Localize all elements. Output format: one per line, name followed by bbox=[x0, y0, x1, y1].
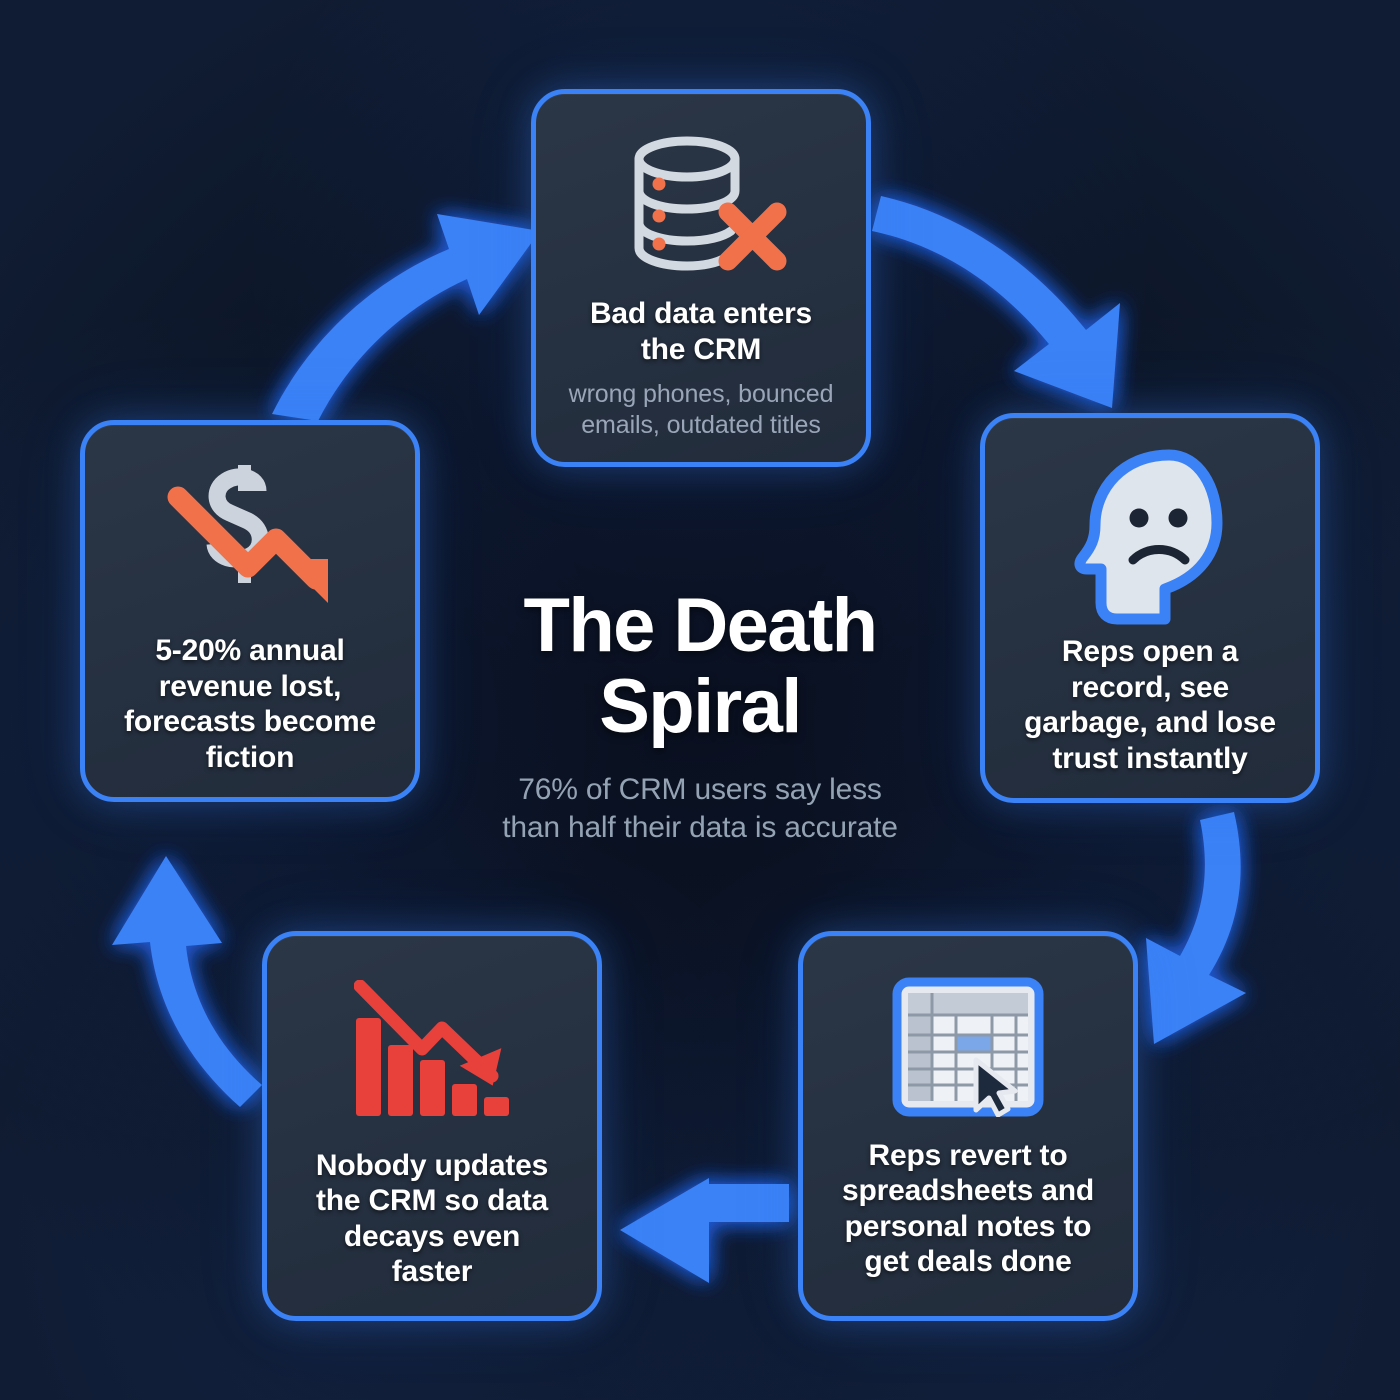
step-card-data-decay[interactable]: Nobody updates the CRM so data decays ev… bbox=[262, 931, 602, 1321]
database-error-icon bbox=[611, 120, 791, 290]
step-card-bad-data[interactable]: Bad data enters the CRM wrong phones, bo… bbox=[531, 89, 871, 467]
page-subtitle: 76% of CRM users say less than half thei… bbox=[440, 771, 960, 846]
arrow-left-to-top bbox=[272, 214, 540, 421]
center-block: The Death Spiral 76% of CRM users say le… bbox=[440, 583, 960, 846]
title-line-2: the CRM bbox=[640, 332, 762, 366]
title-line-3: garbage, and lose bbox=[1024, 706, 1276, 740]
title-line-1: 5-20% annual bbox=[155, 634, 345, 668]
page-title: The Death Spiral bbox=[440, 583, 960, 749]
page-subtitle-line-1: 76% of CRM users say less bbox=[518, 773, 882, 807]
step-card-lose-trust[interactable]: Reps open a record, see garbage, and los… bbox=[980, 413, 1320, 803]
step-card-subtitle: wrong phones, bounced emails, outdated t… bbox=[569, 379, 834, 440]
step-card-title: Nobody updates the CRM so data decays ev… bbox=[316, 1148, 548, 1290]
title-line-1: Reps open a bbox=[1061, 635, 1239, 669]
title-line-4: fiction bbox=[205, 740, 295, 774]
title-line-1: Nobody updates bbox=[315, 1149, 549, 1182]
step-card-title: 5-20% annual revenue lost, forecasts bec… bbox=[124, 633, 376, 775]
declining-bar-chart-icon bbox=[354, 962, 510, 1142]
title-line-3: decays even bbox=[343, 1219, 521, 1253]
title-line-4: faster bbox=[391, 1255, 473, 1289]
title-line-2: the CRM so data bbox=[315, 1184, 549, 1218]
step-card-revenue-lost[interactable]: 5-20% annual revenue lost, forecasts bec… bbox=[80, 420, 420, 802]
arrow-top-to-right bbox=[872, 196, 1120, 408]
sub-line-2: emails, outdated titles bbox=[581, 410, 821, 439]
step-card-title: Reps revert to spreadsheets and personal… bbox=[842, 1138, 1094, 1280]
step-card-title: Bad data enters the CRM bbox=[590, 296, 812, 367]
sad-head-icon bbox=[1065, 444, 1235, 628]
dollar-down-arrow-icon bbox=[164, 451, 336, 627]
title-line-4: get deals done bbox=[864, 1245, 1072, 1279]
spreadsheet-cursor-icon bbox=[892, 962, 1044, 1132]
page-title-line-1: The Death bbox=[523, 583, 879, 668]
title-line-2: revenue lost, bbox=[158, 669, 342, 703]
title-line-3: forecasts become bbox=[124, 705, 376, 739]
arrow-bottom-right-to-bottom-left bbox=[620, 1178, 789, 1283]
title-line-2: spreadsheets and bbox=[842, 1174, 1094, 1208]
page-title-line-2: Spiral bbox=[599, 663, 802, 749]
title-line-1: Reps revert to bbox=[868, 1139, 1068, 1172]
title-line-2: record, see bbox=[1071, 670, 1229, 704]
title-line-3: personal notes to bbox=[844, 1209, 1092, 1243]
arrow-right-to-bottom-right bbox=[1146, 812, 1246, 1044]
sub-line-1: wrong phones, bounced bbox=[568, 380, 834, 408]
page-subtitle-line-2: than half their data is accurate bbox=[502, 810, 898, 844]
step-card-spreadsheets[interactable]: Reps revert to spreadsheets and personal… bbox=[798, 931, 1138, 1321]
title-line-4: trust instantly bbox=[1052, 741, 1248, 775]
step-card-title: Reps open a record, see garbage, and los… bbox=[1024, 634, 1276, 776]
arrow-bottom-left-to-left bbox=[112, 856, 262, 1107]
title-line-1: Bad data enters bbox=[589, 297, 813, 331]
